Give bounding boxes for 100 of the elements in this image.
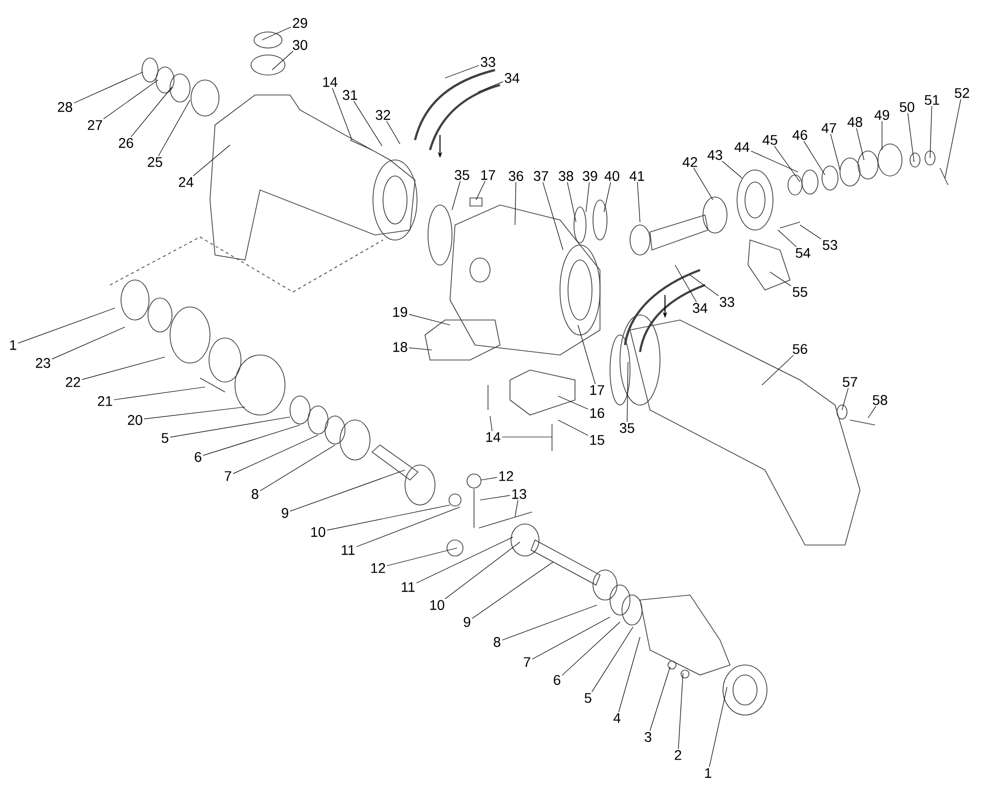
leader-line	[480, 495, 510, 500]
leader-line	[490, 416, 492, 432]
callout-number: 15	[590, 435, 604, 445]
leader-line	[416, 536, 514, 584]
leader-line	[637, 182, 640, 222]
leader-line	[562, 622, 620, 676]
callout-number: 7	[524, 657, 530, 667]
leader-line	[830, 134, 840, 170]
leader-line	[232, 434, 318, 474]
callout-number: 25	[148, 157, 162, 167]
callout-number: 7	[224, 471, 232, 481]
callout-number: 49	[874, 110, 890, 120]
leader-line	[52, 326, 126, 360]
callout-number: 14	[323, 77, 338, 87]
callout-number: 34	[504, 73, 520, 83]
leader-line	[690, 274, 719, 296]
callout-number: 21	[98, 396, 112, 406]
callout-number: 5	[162, 433, 168, 443]
callout-number: 44	[734, 142, 750, 152]
callout-number: 13	[512, 489, 526, 499]
callout-number: 40	[604, 171, 620, 181]
callout-number: 33	[480, 57, 496, 67]
callout-number: 4	[613, 713, 620, 723]
leader-line	[444, 65, 480, 78]
leader-line	[262, 26, 292, 40]
callout-number: 53	[822, 240, 838, 250]
callout-number: 18	[393, 342, 408, 352]
leader-line	[618, 636, 640, 712]
callout-number: 43	[708, 150, 722, 160]
leader-line	[586, 182, 590, 212]
callout-number: 11	[402, 582, 415, 592]
leader-line	[502, 436, 552, 438]
callout-number: 27	[88, 120, 102, 130]
leader-line	[626, 362, 628, 422]
leader-line	[674, 264, 697, 302]
leader-line	[778, 230, 797, 248]
leader-line	[678, 672, 684, 750]
leader-line	[542, 182, 564, 250]
leader-line	[804, 140, 826, 176]
callout-number: 16	[590, 408, 604, 418]
leader-line	[774, 146, 800, 182]
callout-number: 34	[692, 303, 708, 313]
callout-number: 39	[582, 171, 598, 181]
callout-number: 10	[311, 527, 326, 537]
callout-number: 36	[508, 171, 524, 181]
leader-line	[452, 180, 461, 210]
leader-line	[18, 308, 116, 344]
callout-number: 23	[36, 358, 50, 368]
callout-number: 6	[554, 675, 560, 685]
leader-line	[800, 224, 822, 240]
leader-line	[130, 86, 172, 138]
callout-number: 35	[454, 170, 470, 180]
leader-line	[408, 348, 432, 350]
leader-line	[762, 354, 794, 386]
callout-number: 14	[486, 432, 500, 442]
leader-line	[82, 356, 166, 380]
callout-number: 31	[342, 90, 358, 100]
leader-line	[856, 128, 864, 160]
callout-number: 35	[620, 423, 634, 433]
callout-number: 2	[674, 750, 682, 760]
leader-line	[478, 81, 504, 92]
callout-number: 19	[393, 307, 408, 317]
leader-line	[558, 420, 588, 436]
callout-number: 17	[481, 170, 496, 180]
callout-number: 37	[534, 171, 548, 181]
leader-line	[408, 314, 450, 326]
leader-line	[604, 182, 611, 212]
leader-line	[472, 562, 554, 619]
callout-number: 12	[371, 563, 386, 573]
leader-line	[592, 626, 634, 692]
leader-line	[356, 506, 460, 548]
callout-number: 33	[720, 297, 734, 307]
leader-line	[770, 272, 792, 286]
callout-number: 9	[464, 617, 470, 627]
leader-line	[202, 424, 300, 456]
leader-line	[476, 180, 486, 200]
callout-number: 38	[558, 171, 574, 181]
callout-number: 24	[178, 177, 194, 187]
callout-number: 50	[900, 102, 914, 112]
callout-number: 32	[376, 110, 390, 120]
callout-number: 46	[792, 130, 808, 140]
leader-line	[170, 416, 290, 438]
callout-number: 20	[128, 415, 142, 425]
callout-number: 55	[792, 287, 808, 297]
leader-line	[114, 386, 206, 400]
leader-line	[709, 686, 728, 768]
leader-line	[650, 666, 670, 732]
leader-line	[842, 388, 849, 410]
leader-line	[722, 160, 742, 178]
callout-number: 1	[705, 768, 712, 778]
leader-line	[514, 182, 516, 226]
callout-number: 26	[118, 138, 134, 148]
callout-number: 54	[796, 248, 810, 258]
leader-line	[567, 182, 576, 222]
callout-number: 6	[194, 452, 202, 462]
leader-line	[332, 88, 352, 140]
leader-line	[693, 168, 714, 200]
callout-number: 5	[584, 693, 592, 703]
leader-line	[354, 100, 382, 146]
leader-line	[290, 470, 406, 512]
